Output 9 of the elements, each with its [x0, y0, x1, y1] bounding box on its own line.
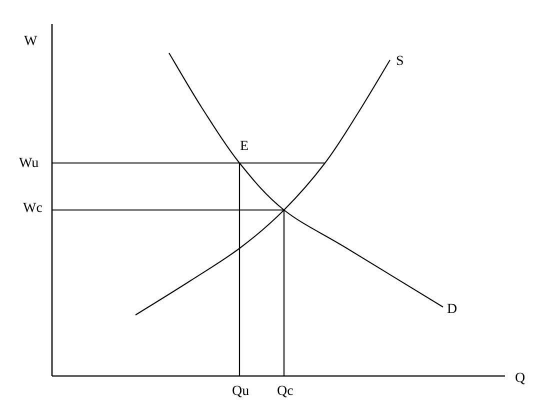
tick-label: Qu [232, 384, 250, 400]
tick-label: Wu [19, 156, 39, 172]
axis-label: Q [515, 371, 526, 387]
tick-label: Qc [277, 384, 294, 400]
axis-label: W [24, 34, 38, 50]
curve-label: S [396, 54, 404, 70]
curve-label: D [447, 302, 458, 318]
point-label: E [240, 139, 249, 155]
tick-label: Wc [23, 201, 42, 217]
